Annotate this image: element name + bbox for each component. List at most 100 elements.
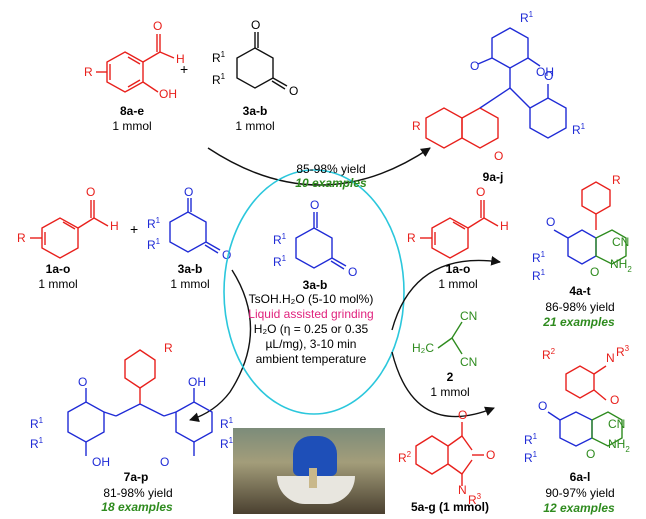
dimedone-structure-center bbox=[295, 212, 347, 270]
atom-r1: R1 bbox=[532, 250, 546, 265]
dimedone-structure-left bbox=[169, 198, 221, 254]
atom-cn: CN bbox=[612, 235, 629, 249]
top-arrow-yield: 85-98% yield bbox=[296, 162, 366, 176]
plus-sign: + bbox=[180, 61, 188, 77]
atom-r1: R1 bbox=[147, 237, 161, 252]
atom-o: O bbox=[251, 18, 260, 32]
method-text: Liquid assisted grinding bbox=[248, 307, 374, 321]
atom-r1: R1 bbox=[147, 216, 161, 231]
examples-7a-p: 18 examples bbox=[101, 500, 173, 514]
benzaldehyde-structure-right bbox=[420, 200, 499, 259]
atom-n: N bbox=[606, 351, 615, 365]
pyran-product-4-structure bbox=[553, 181, 627, 265]
malononitrile-structure bbox=[437, 321, 463, 355]
compound-id-3a-b-left: 3a-b bbox=[177, 262, 203, 276]
center-conditions-ellipse bbox=[223, 169, 405, 415]
atom-r1: R1 bbox=[572, 122, 586, 137]
atom-n: N bbox=[458, 483, 467, 497]
compound-id-3a-b-top: 3a-b bbox=[242, 104, 268, 118]
atom-r: R bbox=[612, 173, 621, 187]
top-arrow-examples: 10 examples bbox=[295, 176, 367, 190]
atom-o: O bbox=[153, 19, 162, 33]
compound-id-5a-g: 5a-g (1 mmol) bbox=[410, 500, 489, 514]
atom-r3: R3 bbox=[468, 492, 482, 507]
amount-1a-o-left: 1 mmol bbox=[38, 277, 78, 291]
atom-o: O bbox=[610, 393, 619, 407]
atom-o: O bbox=[494, 149, 503, 163]
atom-o: O bbox=[590, 265, 599, 279]
atom-o: O bbox=[184, 185, 193, 199]
temperature-text: ambient temperature bbox=[255, 352, 367, 366]
salicylaldehyde-structure bbox=[96, 34, 175, 93]
atom-r1: R1 bbox=[524, 432, 538, 447]
atom-o: O bbox=[476, 185, 485, 199]
atom-r1: R1 bbox=[273, 254, 287, 269]
atom-r: R bbox=[84, 65, 93, 79]
compound-id-2: 2 bbox=[446, 370, 454, 384]
atom-h2c: H₂C bbox=[412, 341, 434, 355]
compound-id-1a-o-right: 1a-o bbox=[445, 262, 471, 276]
examples-6a-l: 12 examples bbox=[543, 501, 615, 515]
atom-nh2: NH2 bbox=[608, 437, 630, 454]
atom-o: O bbox=[458, 408, 467, 422]
amount-2: 1 mmol bbox=[430, 385, 470, 399]
atom-h: H bbox=[110, 219, 119, 233]
amount-3a-b-left: 1 mmol bbox=[170, 277, 210, 291]
atom-r: R bbox=[407, 231, 416, 245]
reaction-arrow-left bbox=[189, 269, 252, 422]
benzaldehyde-structure-left bbox=[30, 200, 109, 259]
spirooxindole-product-6-structure bbox=[547, 365, 623, 447]
compound-id-6a-l: 6a-l bbox=[569, 470, 591, 484]
compound-id-1a-o-left: 1a-o bbox=[45, 262, 71, 276]
xanthene-product-structure bbox=[425, 27, 567, 149]
atom-r1: R1 bbox=[30, 416, 44, 431]
atom-o: O bbox=[78, 375, 87, 389]
amount-3a-b-top: 1 mmol bbox=[235, 119, 275, 133]
atom-cn: CN bbox=[460, 355, 477, 369]
reaction-arrow-right-upper bbox=[391, 255, 501, 331]
atom-cn: CN bbox=[608, 417, 625, 431]
compound-id-7a-p: 7a-p bbox=[123, 470, 149, 484]
atom-r: R bbox=[164, 341, 173, 355]
atom-h: H bbox=[176, 52, 185, 66]
atom-o: O bbox=[586, 447, 595, 461]
atom-r1: R1 bbox=[220, 416, 234, 431]
yield-4a-t: 86-98% yield bbox=[545, 300, 615, 314]
atom-o: O bbox=[486, 448, 495, 462]
solvent-text-1: H₂O (η = 0.25 or 0.35 bbox=[253, 322, 369, 336]
atom-o: O bbox=[86, 185, 95, 199]
compound-id-4a-t: 4a-t bbox=[569, 284, 591, 298]
pestle-icon bbox=[309, 468, 317, 488]
solvent-text-2: µL/mg), 3-10 min bbox=[265, 337, 357, 351]
amount-1a-o-right: 1 mmol bbox=[438, 277, 478, 291]
dimedone-structure-top bbox=[236, 32, 288, 90]
yield-7a-p: 81-98% yield bbox=[103, 486, 173, 500]
atom-r1: R1 bbox=[520, 10, 534, 25]
atom-r1: R1 bbox=[532, 268, 546, 283]
atom-oh: OH bbox=[159, 87, 177, 101]
atom-r1: R1 bbox=[524, 450, 538, 465]
atom-o: O bbox=[222, 248, 231, 262]
atom-r2: R2 bbox=[398, 450, 412, 465]
examples-4a-t: 21 examples bbox=[543, 315, 615, 329]
compound-id-9a-j: 9a-j bbox=[482, 170, 504, 184]
atom-r1: R1 bbox=[30, 436, 44, 451]
atom-cn: CN bbox=[460, 309, 477, 323]
atom-r2: R2 bbox=[542, 347, 556, 362]
isatin-structure bbox=[415, 422, 484, 486]
bis-dimedone-product-structure bbox=[67, 349, 213, 456]
plus-sign: + bbox=[130, 221, 138, 237]
atom-h: H bbox=[500, 219, 509, 233]
atom-o: O bbox=[348, 265, 357, 279]
atom-o: O bbox=[544, 69, 553, 83]
atom-r: R bbox=[17, 231, 26, 245]
reaction-arrow-right-lower bbox=[391, 351, 495, 418]
compound-id-8a-e: 8a-e bbox=[119, 104, 145, 118]
grinding-photo bbox=[233, 428, 385, 514]
atom-o: O bbox=[160, 455, 169, 469]
atom-r1: R1 bbox=[212, 72, 226, 87]
atom-o: O bbox=[546, 215, 555, 229]
amount-8a-e: 1 mmol bbox=[112, 119, 152, 133]
atom-oh: OH bbox=[536, 65, 554, 79]
reaction-conditions: TsOH.H₂O (5-10 mol%) Liquid assisted gri… bbox=[222, 292, 400, 367]
